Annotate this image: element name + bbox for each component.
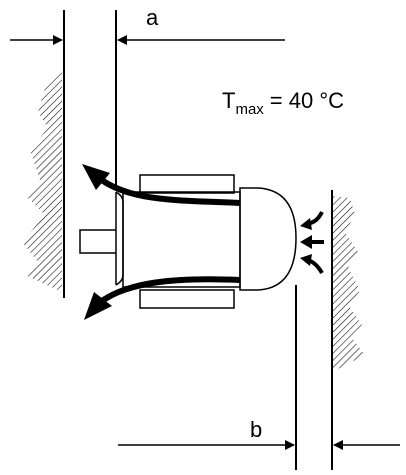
dimension-b: b: [118, 417, 400, 450]
airflow-arrowhead-upper: [82, 164, 110, 190]
intake-arrowhead-upper: [300, 218, 312, 230]
motor-shaft: [79, 229, 116, 254]
dimension-b-label: b: [250, 417, 262, 442]
motor: [79, 174, 297, 309]
motor-bottom-fin: [139, 289, 235, 309]
airflow-arrow-lower: [96, 276, 241, 307]
intake-arrowhead-middle: [300, 235, 312, 249]
dimension-a: a: [10, 5, 285, 45]
temperature-subscript: max: [235, 101, 264, 118]
motor-housing: [122, 191, 241, 288]
temperature-symbol: T: [222, 88, 235, 113]
motor-top-fin: [139, 174, 235, 194]
motor-flange: [115, 191, 124, 286]
left-wall-hatching: [22, 72, 62, 292]
left-wall: [22, 10, 65, 298]
dimension-a-label: a: [146, 5, 159, 30]
motor-fan-cover: [239, 187, 297, 291]
temperature-label: Tmax = 40 °C: [222, 88, 344, 118]
intake-arrowhead-lower: [300, 254, 312, 266]
airflow-arrow-upper: [91, 171, 241, 206]
right-wall-hatching: [332, 196, 365, 372]
airflow-intake: [300, 211, 324, 275]
temperature-value: = 40 °C: [270, 88, 344, 113]
airflow-arrowhead-lower: [84, 292, 112, 320]
right-wall: [331, 190, 365, 470]
airflow-outflow: [82, 164, 241, 320]
